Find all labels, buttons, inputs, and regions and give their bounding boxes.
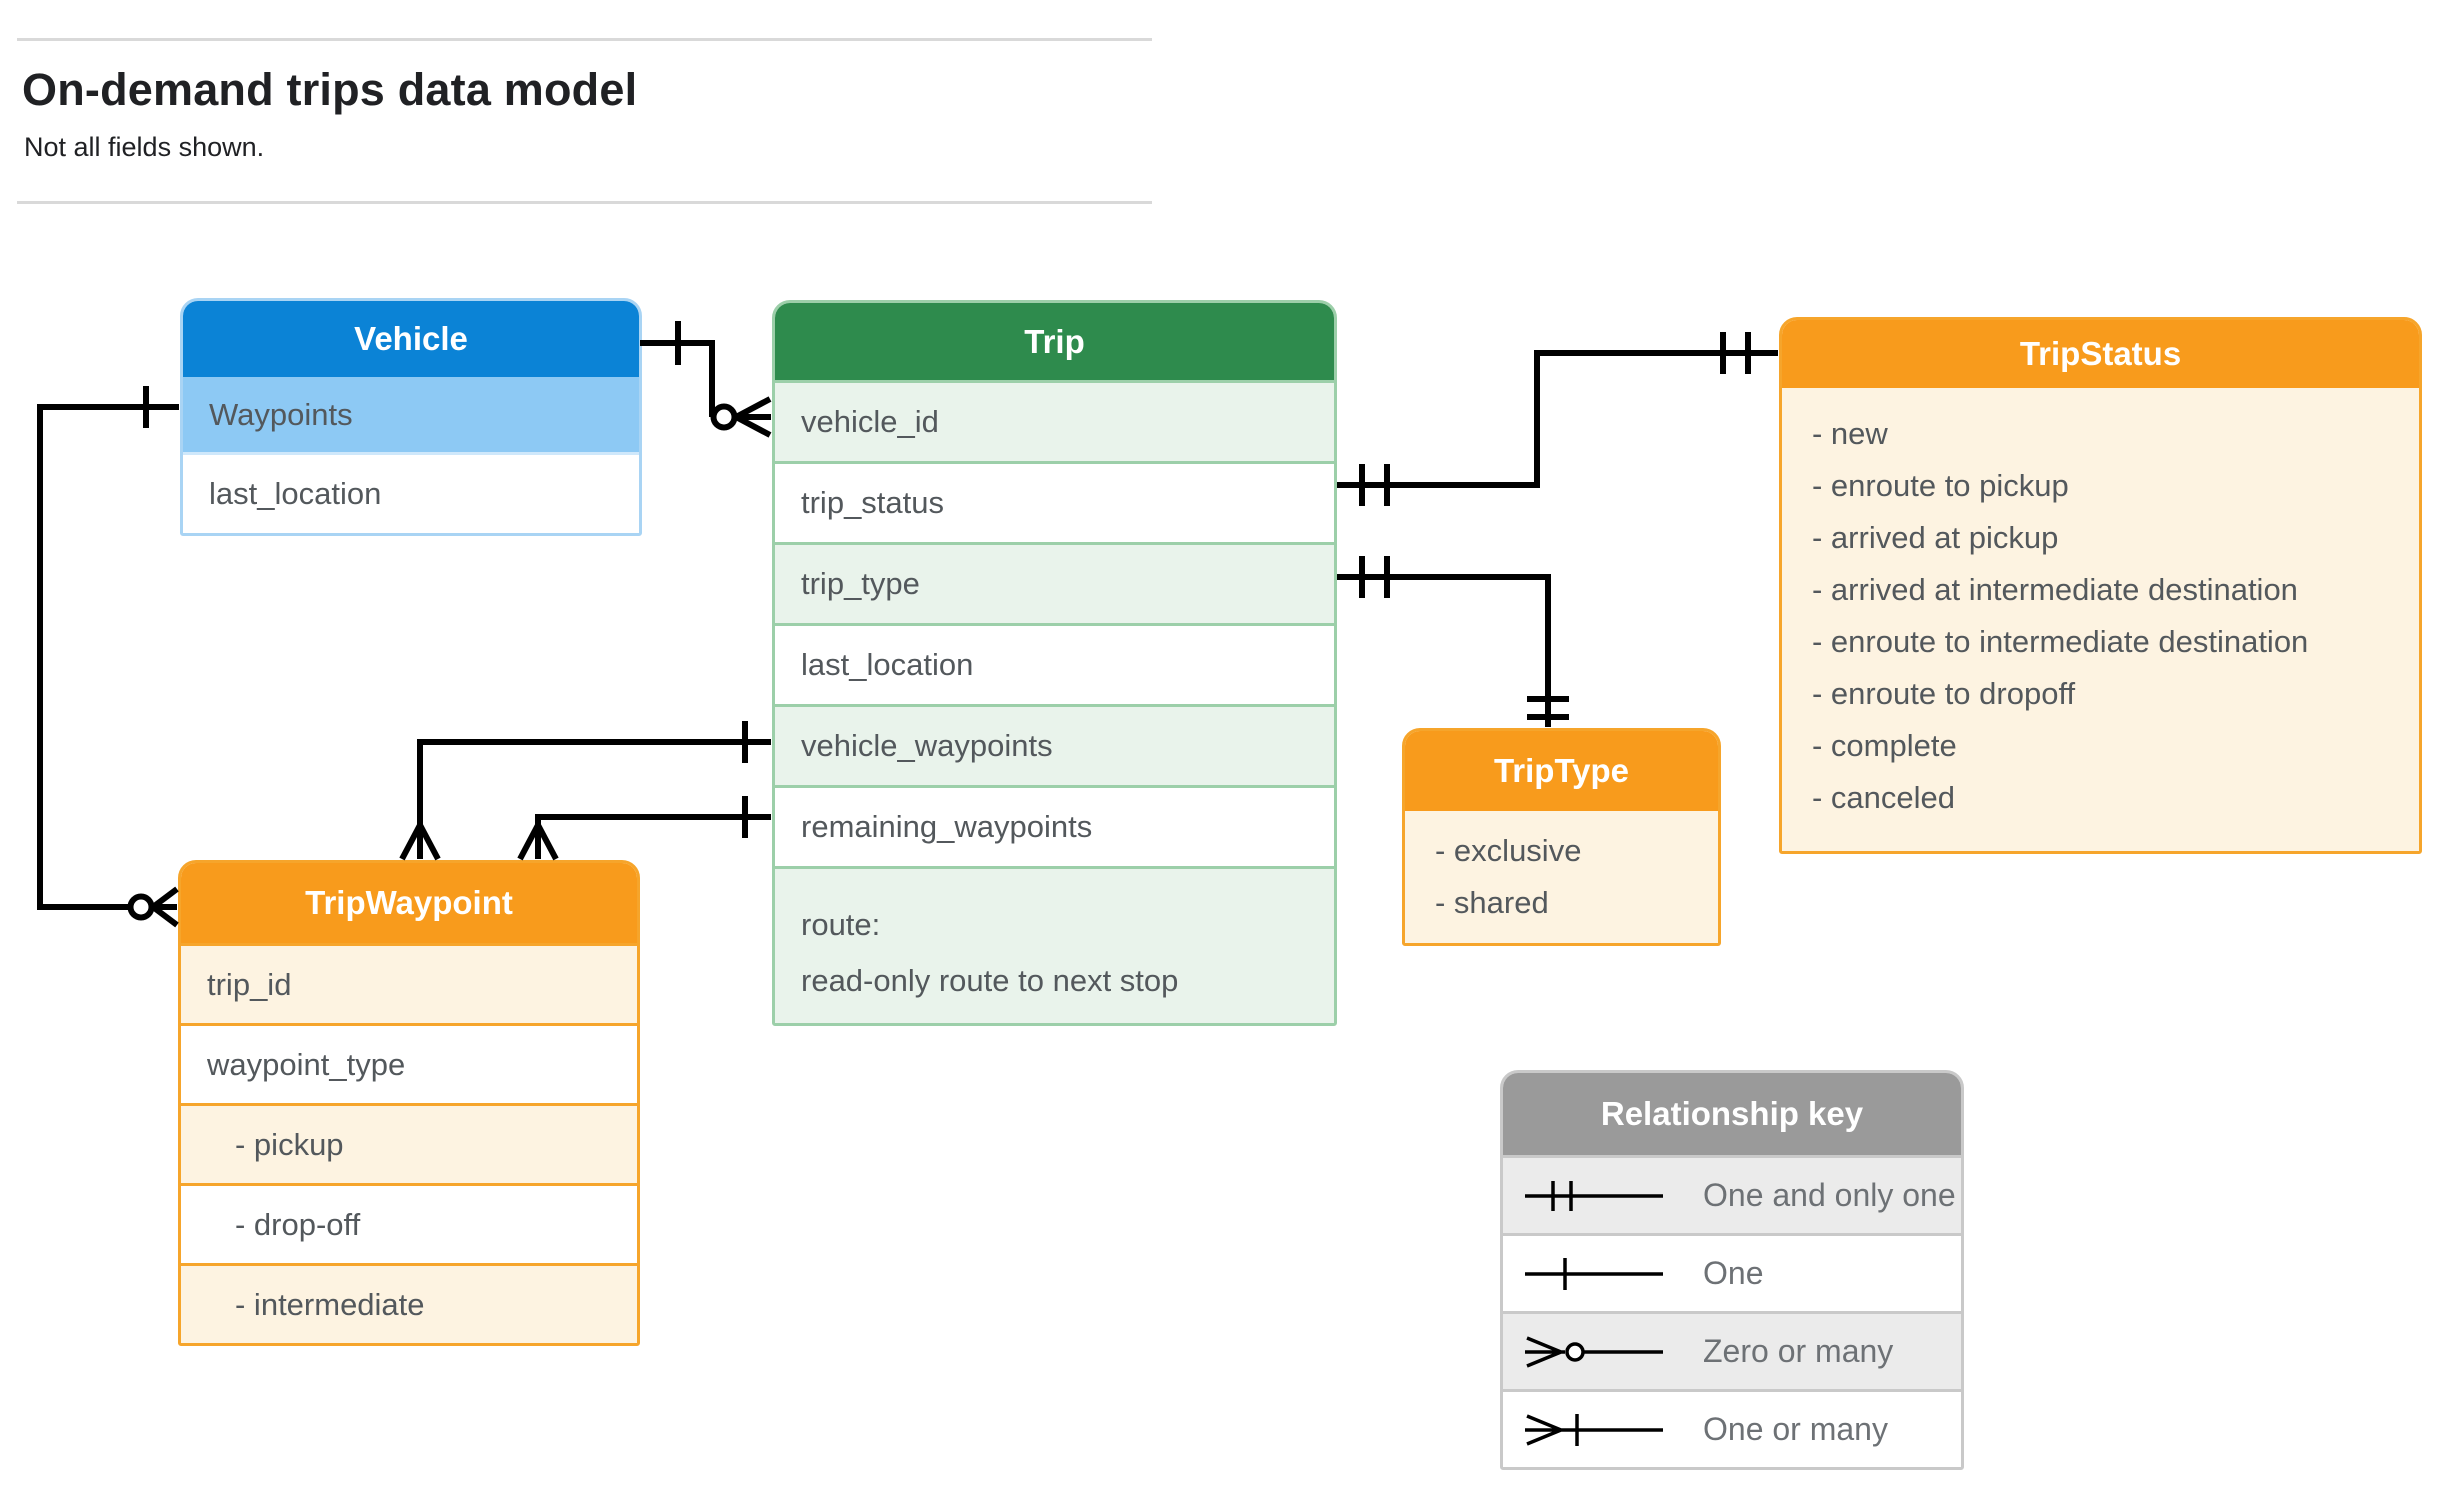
legend-label: Zero or many [1703,1333,1894,1369]
legend-label: One [1703,1255,1764,1291]
field-row-trip-type: trip_type [775,542,1334,623]
header-divider [17,201,1152,204]
enum-value: - new [1812,416,1888,451]
field-row-waypoints: Waypoints [183,377,639,455]
enum-value: - enroute to pickup [1812,468,2069,503]
entity-trip-type: TripType - exclusive - shared [1402,728,1721,946]
enum-value: - shared [1435,885,1549,920]
connector-vehicle-to-trip [640,321,772,438]
legend-row: One [1503,1233,1961,1311]
enum-value: - arrived at intermediate destination [1812,572,2298,607]
legend-row: One or many [1503,1389,1961,1467]
one-or-many-icon [1525,1413,1663,1446]
enum-value-pickup: - pickup [181,1103,637,1183]
page-subtitle: Not all fields shown. [24,132,265,162]
one-icon [1525,1257,1663,1290]
connector-trip-type-to-triptype [1337,556,1569,727]
connector-trip-status-to-tripstatus [1337,332,1778,506]
field-row-remaining-waypoints: remaining_waypoints [775,785,1334,866]
enum-value: - enroute to dropoff [1812,676,2076,711]
enum-value: - exclusive [1435,833,1582,868]
enum-value-intermediate: - intermediate [181,1263,637,1343]
enum-value: - enroute to intermediate destination [1812,624,2309,659]
enum-values: - exclusive - shared [1405,811,1718,943]
field-row-last-location: last_location [775,623,1334,704]
connector-vehicle-waypoints-field-to-tripwaypoint [37,386,179,928]
field-row-last-location: last_location [183,455,639,533]
entity-trip-status-title: TripStatus [1782,320,2419,388]
entity-trip-type-title: TripType [1405,731,1718,811]
connector-remaining-waypoints-to-tripwaypoint [517,796,771,861]
route-label: route: [801,907,881,942]
entity-vehicle: Vehicle Waypoints last_location [180,298,642,536]
entity-trip-waypoint-title: TripWaypoint [181,863,637,943]
entity-trip-title: Trip [775,303,1334,380]
field-row-waypoint-type: waypoint_type [181,1023,637,1103]
zero-or-many-icon [1525,1335,1663,1368]
entity-trip-waypoint: TripWaypoint trip_id waypoint_type - pic… [178,860,640,1346]
enum-value: - complete [1812,728,1957,763]
legend-label: One and only one [1703,1177,1956,1213]
entity-vehicle-title: Vehicle [183,301,639,377]
relationship-key-title: Relationship key [1503,1073,1961,1155]
relationship-key: Relationship key One and only one One Ze… [1500,1070,1964,1470]
top-divider [17,38,1152,41]
legend-row: Zero or many [1503,1311,1961,1389]
connector-vehicle-waypoints-to-tripwaypoint [399,721,771,861]
enum-values: - new - enroute to pickup - arrived at p… [1782,388,2419,851]
field-row-trip-status: trip_status [775,461,1334,542]
enum-value-drop-off: - drop-off [181,1183,637,1263]
page-title: On-demand trips data model [22,64,638,115]
enum-value: - arrived at pickup [1812,520,2059,555]
field-row-vehicle-waypoints: vehicle_waypoints [775,704,1334,785]
entity-trip: Trip vehicle_id trip_status trip_type la… [772,300,1337,1026]
field-row-trip-id: trip_id [181,943,637,1023]
legend-label: One or many [1703,1411,1888,1447]
one-and-only-one-icon [1525,1180,1663,1211]
enum-value: - canceled [1812,780,1956,815]
entity-trip-status: TripStatus - new - enroute to pickup - a… [1779,317,2422,854]
field-row-route: route: read-only route to next stop [775,866,1334,1023]
legend-row: One and only one [1503,1155,1961,1233]
route-description: read-only route to next stop [801,963,1179,998]
field-row-vehicle-id: vehicle_id [775,380,1334,461]
